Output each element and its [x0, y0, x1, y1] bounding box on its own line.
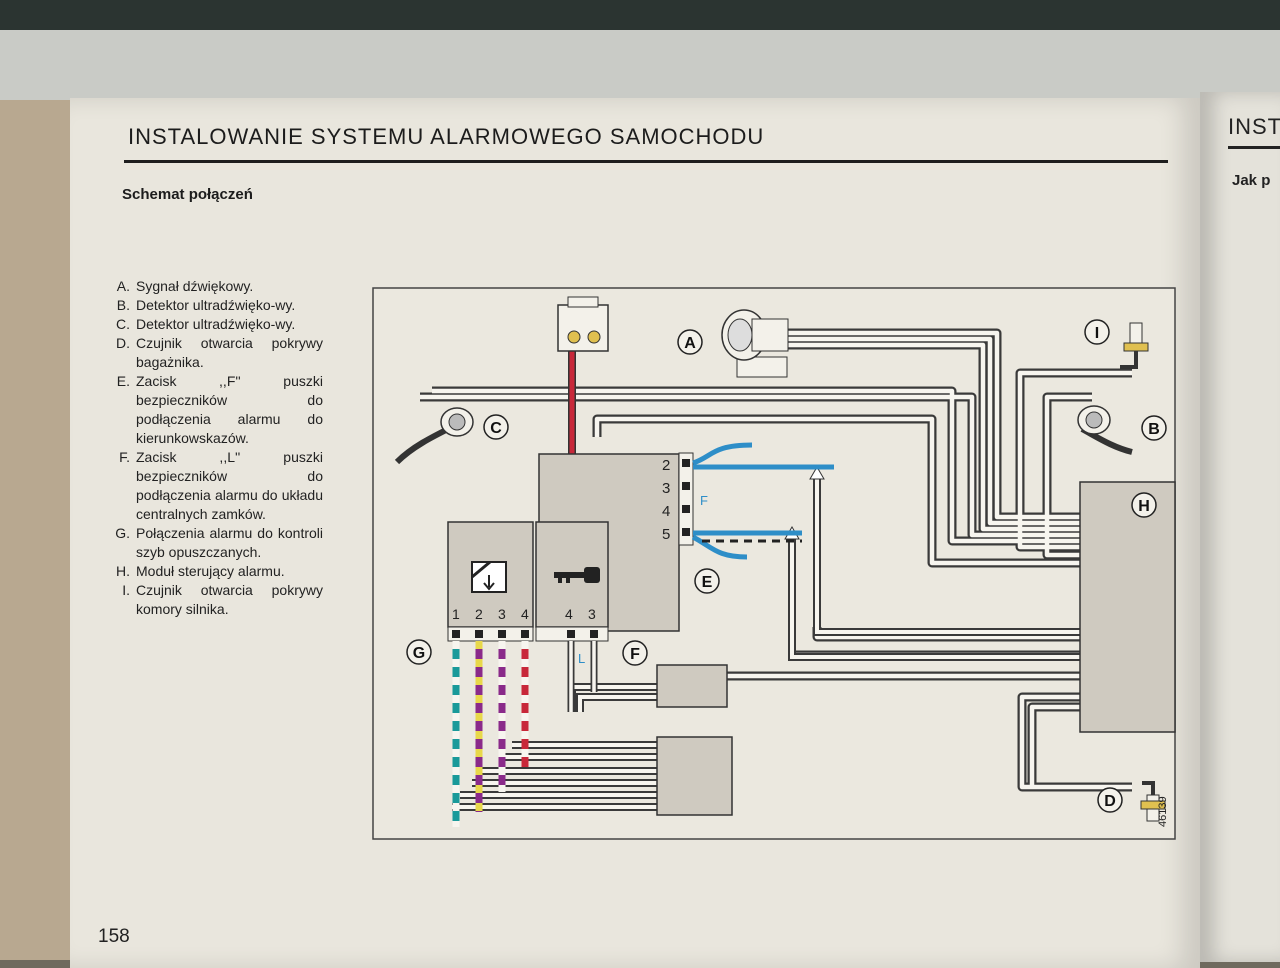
- legend-item: I. Czujnik otwarcia pokrywy komory silnik…: [108, 581, 323, 619]
- legend-item: H. Moduł sterujący alarmu.: [108, 562, 323, 581]
- legend-text: Moduł sterujący alarmu.: [136, 563, 285, 579]
- label-d: D: [1104, 793, 1116, 810]
- page-title: INSTALOWANIE SYSTEMU ALARMOWEGO SAMOCHOD…: [128, 124, 765, 149]
- legend-key: E.: [116, 373, 130, 389]
- fuse-pin-5: 5: [662, 526, 670, 543]
- legend-text: Detektor ultradźwięko-wy.: [136, 297, 296, 313]
- right-page-title: INST: [1228, 114, 1280, 139]
- connector-block: [557, 296, 609, 352]
- window-icon: [471, 560, 507, 593]
- legend-text: Zacisk ,,L'' puszki bezpieczników do pod…: [136, 449, 323, 522]
- legend-item: F. Zacisk ,,L'' puszki bezpieczników do p…: [108, 448, 323, 524]
- blue-wires: [691, 442, 834, 560]
- legend-key: G.: [115, 525, 130, 541]
- relay-box-window: [656, 736, 733, 816]
- window-pin-1: 1: [452, 606, 460, 622]
- arrow-icon: [809, 466, 825, 480]
- desk-surface: [0, 100, 80, 960]
- page-number: 158: [98, 926, 130, 947]
- legend-item: G. Połączenia alarmu do kontroli szyb opu…: [108, 524, 323, 562]
- legend-key: H.: [116, 563, 130, 579]
- legend-text: Detektor ultradźwięko-wy.: [136, 316, 296, 332]
- ultrasonic-detector-c-icon: [394, 407, 474, 465]
- legend-text: Zacisk ,,F'' puszki bezpieczników do pod…: [136, 373, 323, 446]
- right-page-rule: [1228, 146, 1280, 149]
- title-underline: [124, 160, 1168, 163]
- terminal-l-label: L: [578, 651, 585, 666]
- label-f: F: [630, 646, 640, 663]
- lock-pin-3: 3: [588, 606, 596, 622]
- label-b: B: [1148, 421, 1160, 438]
- horn-icon: [721, 309, 789, 378]
- right-page-subtitle: Jak p: [1232, 172, 1271, 189]
- fuse-terminal-pins: [682, 459, 690, 536]
- ultrasonic-detector-b-icon: [1077, 405, 1133, 455]
- legend-key: D.: [116, 335, 130, 351]
- wire-bundle-fill: [420, 330, 1132, 790]
- terminal-f-label: F: [700, 493, 708, 508]
- legend-key: A.: [116, 278, 130, 294]
- legend-item: E. Zacisk ,,F'' puszki bezpieczników do p…: [108, 372, 323, 448]
- trunk-switch-icon: [1140, 781, 1166, 822]
- fuse-pin-4: 4: [662, 503, 670, 520]
- book-cover-edge: [0, 30, 1280, 110]
- legend-item: A. Sygnał dźwiękowy.: [108, 277, 323, 296]
- legend-list: A. Sygnał dźwiękowy. B. Detektor ultradźwi…: [108, 277, 323, 619]
- legend-text: Sygnał dźwiękowy.: [136, 278, 254, 294]
- legend-key: C.: [116, 316, 130, 332]
- section-subtitle: Schemat połączeń: [122, 186, 253, 203]
- relay-box-lock: [656, 664, 728, 708]
- wiring-diagram: 2 3 4 5 F 1 2 3 4: [372, 287, 1176, 840]
- lock-pin-4: 4: [565, 606, 573, 622]
- label-a: A: [684, 335, 696, 352]
- right-page: [1200, 92, 1280, 962]
- drawing-number: 46139: [1157, 796, 1169, 827]
- legend-text: Połączenia alarmu do kontroli szyb opusz…: [136, 525, 323, 560]
- feed-wires-fill: [790, 477, 1080, 659]
- legend-item: D. Czujnik otwarcia pokrywy bagażnika.: [108, 334, 323, 372]
- window-pin-4: 4: [521, 606, 529, 622]
- key-icon: [554, 567, 600, 583]
- legend-item: B. Detektor ultradźwięko-wy.: [108, 296, 323, 315]
- legend-text: Czujnik otwarcia pokrywy komory silnika.: [136, 582, 323, 617]
- label-h: H: [1138, 498, 1150, 515]
- legend-text: Czujnik otwarcia pokrywy bagażnika.: [136, 335, 323, 370]
- legend-key: F.: [119, 449, 130, 465]
- label-g: G: [413, 645, 425, 662]
- control-module: [1079, 481, 1176, 733]
- label-c: C: [490, 420, 502, 437]
- label-e: E: [702, 574, 713, 591]
- legend-key: I.: [122, 582, 130, 598]
- label-i: I: [1095, 325, 1099, 342]
- window-pin-2: 2: [475, 606, 483, 622]
- fuse-pin-2: 2: [662, 457, 670, 474]
- fuse-terminal-strip: [678, 452, 694, 546]
- window-terminal-strip: [447, 626, 534, 642]
- window-pin-3: 3: [498, 606, 506, 622]
- fuse-pin-3: 3: [662, 480, 670, 497]
- legend-item: C. Detektor ultradźwięko-wy.: [108, 315, 323, 334]
- legend-key: B.: [116, 297, 130, 313]
- hood-switch-icon: [1120, 322, 1149, 369]
